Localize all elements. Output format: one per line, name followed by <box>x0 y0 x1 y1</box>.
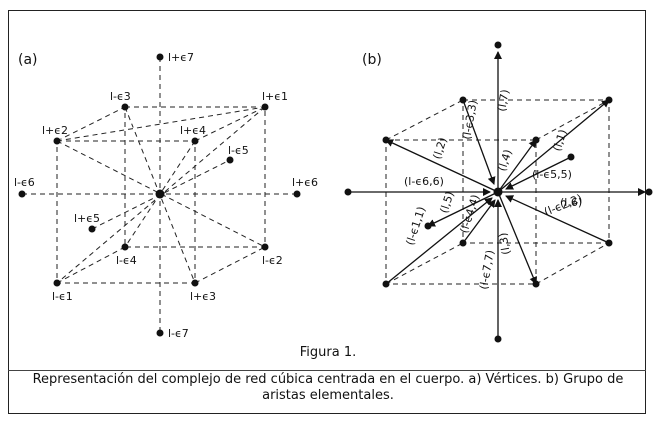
vertex <box>191 279 199 287</box>
vertex-label: l-ϵ5 <box>228 144 249 157</box>
panel-a-label: (a) <box>18 52 38 68</box>
lattice-figure: (a) <box>14 41 653 343</box>
vertex <box>18 190 26 198</box>
vertex-label: l+ϵ6 <box>292 176 318 189</box>
edge-label: (l,6) <box>560 196 582 209</box>
vertex <box>459 239 467 247</box>
vertex-label: l-ϵ4 <box>116 254 137 267</box>
vertex-label: l-ϵ2 <box>262 254 283 267</box>
edge-label: (l-ϵ1,1) <box>403 205 428 247</box>
vertex <box>382 136 390 144</box>
vertex <box>226 156 234 164</box>
vertex <box>494 335 502 343</box>
vertex <box>532 280 540 288</box>
vertex <box>645 188 653 196</box>
vertex <box>53 279 61 287</box>
edge-label: (l-ϵ4,4) <box>457 193 482 235</box>
vertex-label: l+ϵ3 <box>190 290 216 303</box>
edge-label: (l-ϵ6,6) <box>404 175 444 188</box>
vertex <box>344 188 352 196</box>
vertex <box>382 280 390 288</box>
panel-a: (a) <box>14 51 318 340</box>
vertex-label: l-ϵ6 <box>14 176 35 189</box>
panel-a-labels: l+ϵ7 l-ϵ7 l-ϵ6 l+ϵ6 l-ϵ3 l+ϵ1 l+ϵ2 l+ϵ4 … <box>14 51 318 340</box>
vertex <box>156 53 164 61</box>
vertex <box>156 329 164 337</box>
vertex-label: l-ϵ3 <box>110 90 131 103</box>
figure-caption: Representación del complejo de red cúbic… <box>32 372 624 403</box>
panel-b-cube <box>385 99 610 285</box>
vertex <box>121 103 129 111</box>
vertex <box>567 153 575 161</box>
vertex <box>532 136 540 144</box>
edge-label: (l,1) <box>550 128 569 153</box>
vertex-label: l+ϵ7 <box>168 51 194 64</box>
center-vertex <box>493 187 503 197</box>
vertex <box>88 225 96 233</box>
edge-label: (l,7) <box>495 88 512 112</box>
vertex <box>53 137 61 145</box>
edge-label: (l,5) <box>437 190 456 215</box>
panel-a-vertices <box>18 53 301 337</box>
vertex <box>494 41 502 49</box>
panel-b-label: (b) <box>362 52 382 68</box>
vertex <box>261 243 269 251</box>
vertex <box>424 222 432 230</box>
vertex-label: l+ϵ2 <box>42 124 68 137</box>
figure-frame <box>8 10 646 414</box>
vertex-label: l+ϵ1 <box>262 90 288 103</box>
center-vertex <box>155 189 165 199</box>
vertex <box>293 190 301 198</box>
vertex-label: l-ϵ1 <box>52 290 73 303</box>
edge-label: (l-ϵ5,5) <box>532 168 572 181</box>
vertex <box>261 103 269 111</box>
figure-title: Figura 1. <box>299 345 357 360</box>
panel-b-edges <box>348 51 646 339</box>
vertex <box>605 239 613 247</box>
panel-b: (b) <box>344 41 653 343</box>
vertex <box>121 243 129 251</box>
vertex <box>605 96 613 104</box>
vertex-label: l+ϵ5 <box>74 212 100 225</box>
caption-divider <box>8 370 646 371</box>
edge-label: (l-ϵ3,3) <box>460 99 480 141</box>
vertex-label: l-ϵ7 <box>168 327 189 340</box>
vertex <box>191 137 199 145</box>
panel-b-vertices <box>344 41 653 343</box>
vertex <box>459 96 467 104</box>
vertex-label: l+ϵ4 <box>180 124 206 137</box>
edge-label: (l,3) <box>496 232 513 256</box>
